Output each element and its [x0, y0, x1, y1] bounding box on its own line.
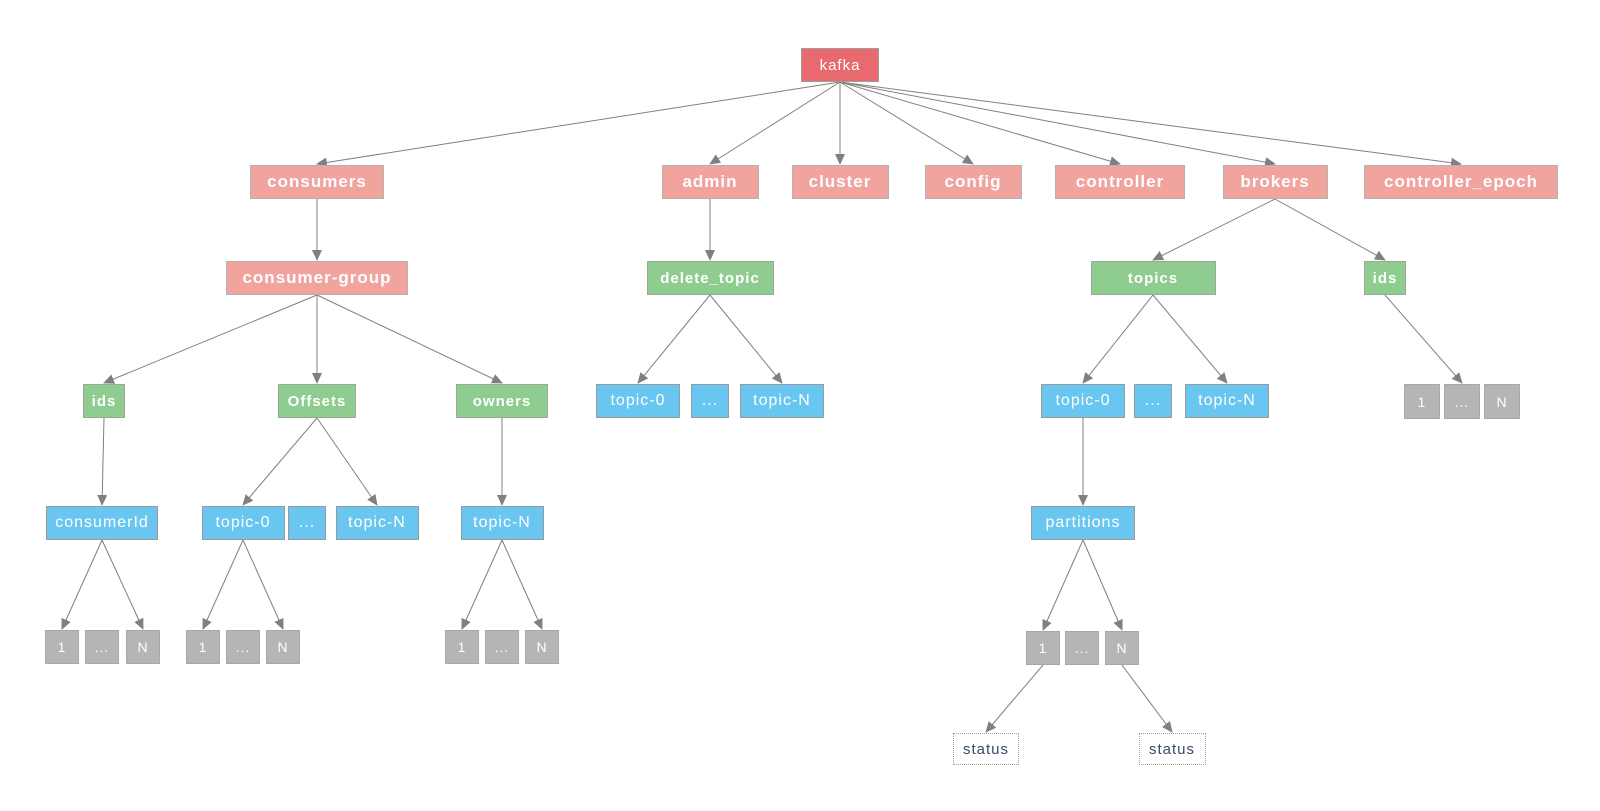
node-brokers: brokers	[1222, 165, 1328, 199]
node-controller: controller	[1055, 165, 1185, 199]
edge-delete_topic-to-dt-topic0	[637, 294, 711, 384]
node-g1-1: 1	[45, 630, 79, 664]
node-dt-topic0: topic-0	[596, 384, 680, 418]
node-cluster: cluster	[791, 165, 889, 199]
edge-consumerId-to-g1-1	[61, 539, 103, 630]
node-g3-N: N	[525, 630, 559, 664]
edge-partitions-to-g4-1	[1042, 539, 1084, 631]
node-status-1: status	[953, 733, 1019, 765]
edge-offsets-to-o-topicN	[316, 417, 378, 506]
node-consumerId: consumerId	[46, 506, 158, 540]
node-topics: topics	[1090, 261, 1216, 295]
node-consumer-group: consumer-group	[226, 261, 408, 295]
node-o-dots: ...	[288, 506, 326, 540]
node-ids-brokers: ids	[1364, 261, 1406, 295]
edge-g4-N-to-status-2	[1121, 664, 1173, 733]
node-partitions: partitions	[1031, 506, 1135, 540]
edge-offsets-to-o-topic0	[242, 417, 318, 506]
node-t-topicN: topic-N	[1185, 384, 1269, 418]
edge-consumerId-to-g1-N	[101, 539, 144, 630]
node-g1-N: N	[126, 630, 160, 664]
edge-g4-1-to-status-1	[985, 664, 1044, 733]
node-ids-cg: ids	[83, 384, 125, 418]
node-br-1: 1	[1404, 384, 1440, 419]
node-status-2: status	[1138, 733, 1206, 765]
node-t-dots: ...	[1134, 384, 1172, 418]
node-dt-dots: ...	[691, 384, 729, 418]
node-config: config	[924, 165, 1022, 199]
node-g2-1: 1	[186, 630, 220, 664]
edge-brokers-to-topics	[1152, 198, 1276, 261]
node-g2-N: N	[266, 630, 300, 664]
edge-o-topic0-to-g2-1	[202, 539, 244, 630]
edge-consumer-group-to-ids-cg	[103, 294, 318, 384]
node-consumers: consumers	[250, 165, 384, 199]
node-admin: admin	[661, 165, 759, 199]
edge-delete_topic-to-dt-topicN	[709, 294, 783, 384]
edge-topics-to-t-topic0	[1082, 294, 1154, 384]
node-br-dots: ...	[1444, 384, 1480, 419]
edge-ow-topicN-to-g3-1	[461, 539, 503, 630]
edge-kafka-to-config	[839, 81, 974, 165]
edge-kafka-to-controller	[839, 81, 1121, 166]
node-g4-N: N	[1105, 631, 1139, 665]
node-controller_epoch: controller_epoch	[1364, 165, 1558, 199]
node-t-topic0: topic-0	[1041, 384, 1125, 418]
node-g4-dots: ...	[1065, 631, 1099, 665]
edge-kafka-to-controller_epoch	[839, 81, 1462, 168]
edge-topics-to-t-topicN	[1152, 294, 1228, 384]
edge-ids-brokers-to-br-dots	[1384, 294, 1463, 384]
node-ow-topicN: topic-N	[460, 506, 544, 540]
node-o-topicN: topic-N	[335, 506, 419, 540]
node-offsets: Offsets	[278, 384, 356, 418]
node-owners: owners	[456, 384, 548, 418]
node-g3-1: 1	[445, 630, 479, 664]
edge-partitions-to-g4-N	[1082, 539, 1123, 631]
edge-kafka-to-brokers	[839, 81, 1276, 168]
edge-ow-topicN-to-g3-N	[501, 539, 543, 630]
edge-kafka-to-consumers	[316, 81, 841, 168]
node-g4-1: 1	[1026, 631, 1060, 665]
node-kafka: kafka	[801, 48, 879, 82]
node-delete_topic: delete_topic	[646, 261, 774, 295]
edge-brokers-to-ids-brokers	[1274, 198, 1386, 261]
edge-ids-cg-to-consumerId	[97, 417, 108, 506]
edge-kafka-to-admin	[709, 81, 841, 165]
edge-o-topic0-to-g2-N	[242, 539, 284, 630]
node-br-N: N	[1484, 384, 1520, 419]
node-dt-topicN: topic-N	[740, 384, 824, 418]
node-o-topic0: topic-0	[201, 506, 285, 540]
edge-consumer-group-to-owners	[316, 294, 503, 384]
node-g1-dots: ...	[85, 630, 119, 664]
node-g3-dots: ...	[485, 630, 519, 664]
node-g2-dots: ...	[226, 630, 260, 664]
